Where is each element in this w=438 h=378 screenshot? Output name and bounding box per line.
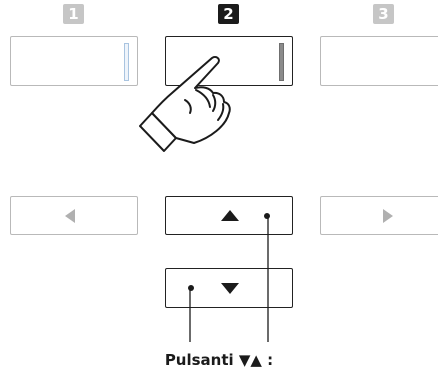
button-number-3: 3	[373, 4, 394, 24]
right-arrow-icon	[383, 209, 393, 223]
caption-label: Pulsanti ▼▲ :	[164, 351, 274, 369]
button-number-1: 1	[63, 4, 84, 24]
panel-button-1[interactable]	[10, 36, 138, 86]
down-button[interactable]	[165, 268, 293, 308]
right-button[interactable]	[320, 196, 438, 235]
up-button[interactable]	[165, 196, 293, 235]
pointing-hand-icon	[139, 55, 231, 152]
down-arrow-icon	[221, 283, 239, 294]
panel-button-3[interactable]	[320, 36, 438, 86]
up-button-indicator-dot	[264, 213, 270, 219]
left-button[interactable]	[10, 196, 138, 235]
left-arrow-icon	[65, 209, 75, 223]
button-number-2: 2	[218, 4, 239, 24]
up-arrow-icon	[221, 210, 239, 221]
down-button-indicator-dot	[188, 285, 194, 291]
button-1-led	[124, 43, 129, 81]
button-2-led	[279, 43, 284, 81]
panel-button-2[interactable]	[165, 36, 293, 86]
